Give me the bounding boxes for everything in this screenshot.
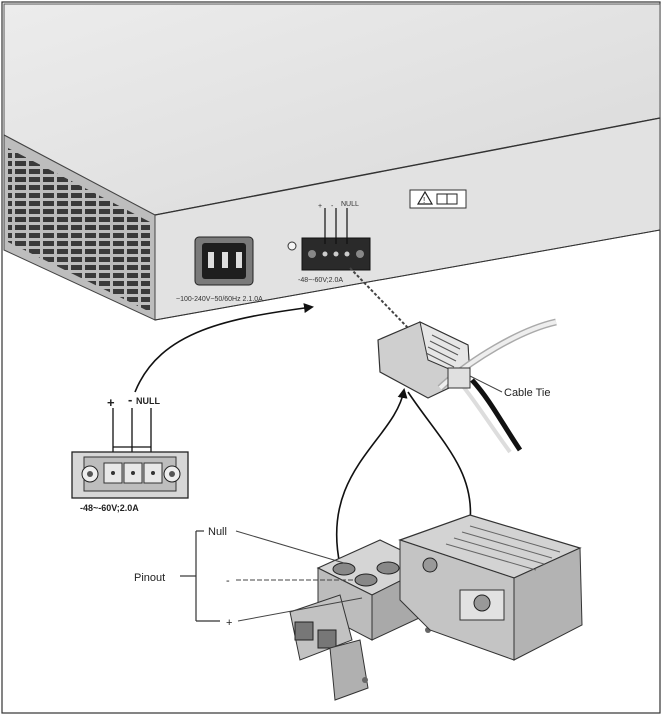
- callout-pin-plus: +: [107, 395, 115, 410]
- callout-rating: -48~-60V;2.0A: [80, 503, 139, 513]
- cable-tie-label: Cable Tie: [504, 387, 550, 399]
- minus-label: -: [226, 575, 230, 587]
- device-pin-null: NULL: [341, 201, 359, 208]
- device-dc-terminal: [301, 208, 371, 271]
- assembled-plug: [377, 318, 557, 454]
- cable-tie-leader: [469, 375, 503, 393]
- power-led: [287, 241, 297, 251]
- null-leader: [235, 530, 345, 564]
- callout-pin-minus: -: [128, 392, 132, 407]
- ventilation-grille: [8, 148, 150, 312]
- ac-power-inlet: [194, 236, 254, 286]
- pinout-label: Pinout: [134, 572, 165, 584]
- null-label: Null: [208, 526, 227, 538]
- connector-hood: [398, 514, 583, 661]
- assembly-arrow-left: [335, 388, 408, 566]
- callout-dc-connector: [71, 408, 189, 499]
- warning-label: !: [409, 189, 467, 209]
- device-pin-plus: +: [318, 203, 322, 210]
- assembly-arrow-right: [407, 391, 472, 523]
- plus-label: +: [226, 617, 232, 629]
- svg-text:!: !: [423, 196, 425, 205]
- callout-arrow: [134, 303, 314, 393]
- device-dc-rating: -48~-60V;2.0A: [298, 277, 343, 284]
- power-cable-black: [470, 378, 523, 452]
- pinout-bracket: [180, 530, 220, 622]
- callout-pin-null: NULL: [136, 396, 160, 406]
- plus-leader: [237, 597, 363, 622]
- device-pin-minus: -: [331, 203, 334, 210]
- ac-rating-label: ~100-240V~50/60Hz 2.1.0A: [176, 296, 263, 303]
- device-chassis: [3, 3, 661, 321]
- plug-insertion-guide: [349, 267, 411, 331]
- warning-triangle-icon: [416, 190, 434, 205]
